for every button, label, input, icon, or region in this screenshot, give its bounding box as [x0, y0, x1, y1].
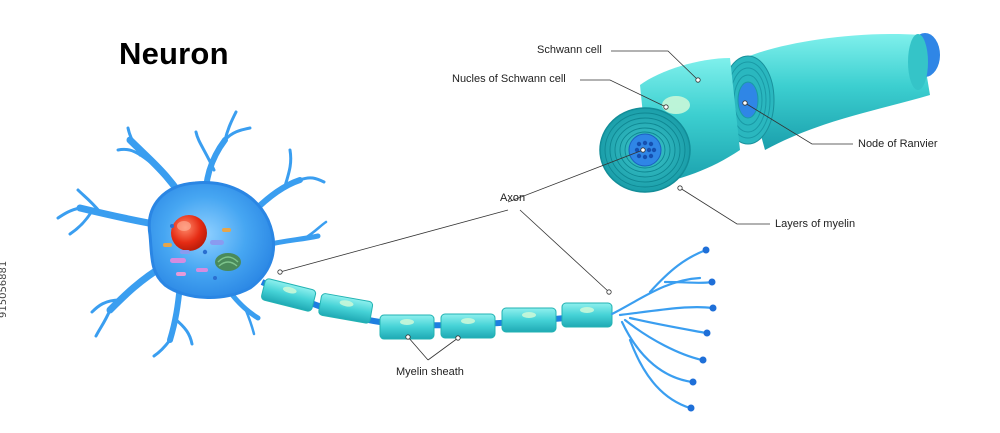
terminal-buttons: [687, 246, 717, 412]
label-layers-of-myelin: Layers of myelin: [775, 218, 856, 230]
label-nucleus-schwann: Nucles of Schwann cell: [452, 73, 566, 85]
organelles: [163, 224, 241, 280]
axon-terminals: [610, 248, 714, 410]
myelin-segment-4: [440, 313, 496, 339]
label-schwann-cell: Schwann cell: [537, 44, 602, 56]
schwann-nucleus: [662, 96, 690, 114]
myelin-segment-5: [501, 307, 557, 333]
label-myelin-sheath: Myelin sheath: [396, 366, 464, 378]
nucleus: [171, 215, 207, 251]
axon: [260, 278, 613, 340]
leader-lines: [277, 50, 853, 361]
myelin-segment-3: [379, 314, 435, 340]
image-id-vertical: 915056881: [0, 260, 9, 318]
myelinated-axon-detail: [599, 33, 940, 193]
myelin-segment-2: [318, 293, 374, 324]
label-node-of-ranvier: Node of Ranvier: [858, 138, 938, 150]
cell-body: [147, 181, 276, 299]
myelin-segment-1: [261, 278, 317, 312]
myelin-segment-6: [561, 302, 613, 328]
label-axon: Axon: [500, 192, 526, 204]
diagram-title: Neuron: [119, 36, 229, 71]
